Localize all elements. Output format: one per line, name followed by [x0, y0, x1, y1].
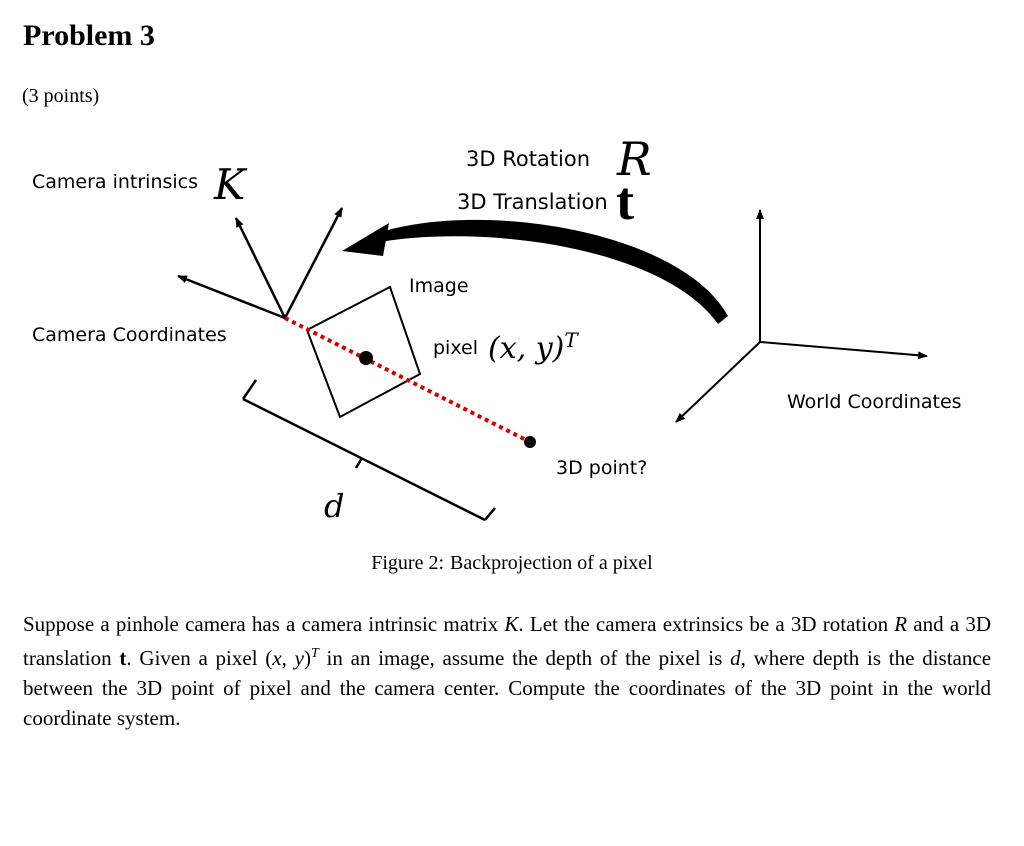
label-camera-intrinsics: Camera intrinsics: [32, 171, 199, 193]
text-segment: ): [303, 646, 311, 670]
symbol-t: t: [616, 171, 634, 231]
transform-arrow: [342, 219, 728, 324]
text-segment: . Let the camera extrinsics be a 3D rota…: [518, 612, 895, 636]
caption-number: Figure 2:: [371, 552, 445, 574]
symbol-K: K: [214, 160, 246, 209]
math-y: y: [294, 646, 304, 670]
math-R: R: [894, 612, 908, 636]
pixel-coordinates-tuple: (x, y): [488, 331, 565, 366]
pixel-transpose-sup: T: [564, 328, 578, 352]
symbol-d: d: [324, 487, 345, 525]
label-3d-rotation: 3D Rotation: [466, 147, 591, 171]
world-axis-down: [675, 341, 761, 423]
world-axes: [675, 209, 928, 423]
label-3d-translation: 3D Translation: [457, 190, 608, 214]
math-t: t: [119, 646, 127, 670]
text-segment: and a 3D translation: [23, 612, 991, 670]
caption-text: Backprojection of a pixel: [450, 552, 653, 574]
camera-axis-left: [177, 274, 286, 320]
figure-diagram: [177, 207, 928, 522]
3d-point-marker: [524, 436, 536, 448]
pixel-point: [359, 351, 373, 365]
camera-axis-right: [283, 207, 344, 319]
depth-bracket: [241, 379, 496, 522]
symbol-R: R: [617, 132, 652, 186]
pixel-coordinates: (x, y)T: [488, 328, 578, 366]
math-d: d: [730, 646, 741, 670]
problem-statement: Suppose a pinhole camera has a camera in…: [23, 609, 991, 733]
math-x: x: [272, 646, 282, 670]
text-segment: ,: [281, 646, 295, 670]
label-pixel: pixel: [433, 337, 478, 359]
label-world-coordinates: World Coordinates: [787, 391, 962, 413]
text-segment: , where depth is the distance between th…: [23, 646, 992, 730]
world-axis-right: [759, 341, 928, 360]
label-3d-point: 3D point?: [556, 457, 648, 479]
image-plane: [305, 285, 422, 419]
math-transpose: T: [310, 646, 319, 661]
text-segment: . Given a pixel (: [126, 646, 273, 670]
problem-title: Problem 3: [23, 19, 155, 52]
label-camera-coordinates: Camera Coordinates: [32, 324, 227, 346]
figure-caption: Figure 2:Backprojection of a pixel: [0, 552, 1024, 575]
text-segment: Suppose a pinhole camera has a camera in…: [23, 612, 505, 636]
text-segment: in an image, assume the depth of the pix…: [318, 646, 731, 670]
figure-backprojection: Camera intrinsics K 3D Rotation R 3D Tra…: [0, 130, 1024, 540]
backprojection-ray: [284, 316, 531, 444]
points-label: (3 points): [22, 85, 100, 107]
label-image: Image: [409, 275, 469, 297]
camera-axes: [177, 207, 344, 320]
math-K: K: [504, 612, 519, 636]
camera-axis-up: [234, 217, 287, 319]
